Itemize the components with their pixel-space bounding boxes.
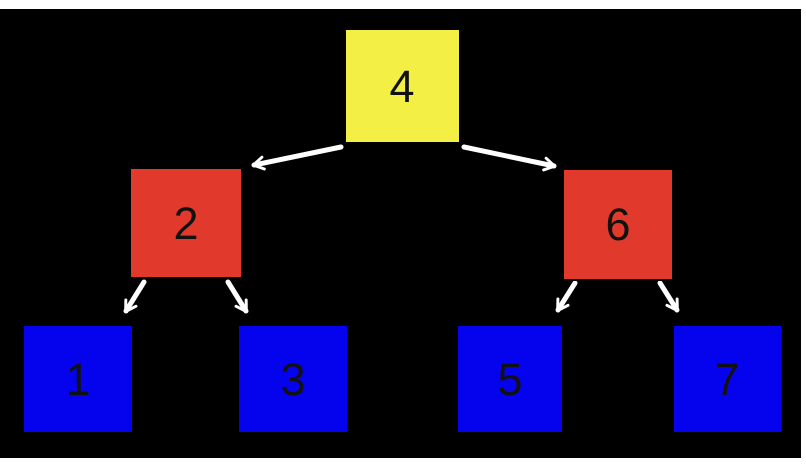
edge-2-3-arrow (225, 279, 249, 314)
tree-node-2: 2 (129, 167, 243, 279)
tree-node-5-label: 5 (497, 354, 522, 405)
edge-4-6-arrow (461, 144, 557, 172)
tree-node-6-label: 6 (605, 199, 630, 250)
tree-node-5-box (456, 324, 564, 434)
tree-node-5: 5 (456, 324, 564, 434)
edge-4-2-arrow (251, 144, 344, 171)
tree-node-1-box (22, 324, 134, 434)
tree-node-6-box (562, 168, 674, 281)
tree-node-3: 3 (237, 324, 349, 434)
edge-6-5-arrow (555, 280, 578, 313)
tree-node-1-label: 1 (65, 354, 90, 405)
tree-node-2-label: 2 (173, 198, 198, 249)
tree-node-6: 6 (562, 168, 674, 281)
edge-2-1-arrow (123, 279, 147, 314)
tree-node-7: 7 (672, 324, 783, 434)
tree-node-4-box (344, 28, 461, 144)
tree-node-7-box (672, 324, 783, 434)
edge-6-7-arrow (657, 280, 680, 313)
tree-node-4: 4 (344, 28, 461, 144)
tree-node-3-box (237, 324, 349, 434)
tree-node-7-label: 7 (714, 354, 739, 405)
tree-node-1: 1 (22, 324, 134, 434)
tree-node-4-label: 4 (389, 61, 414, 112)
tree-node-2-box (129, 167, 243, 279)
tree-node-3-label: 3 (280, 354, 305, 405)
